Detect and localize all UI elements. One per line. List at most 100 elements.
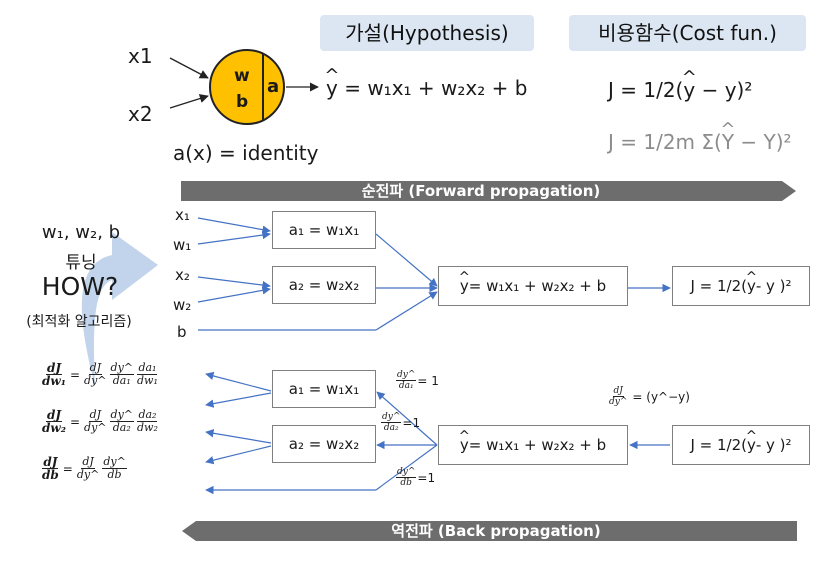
bw-y-to-a1-arrow (376, 391, 438, 446)
forward-banner-shape (181, 181, 796, 201)
tuning-params: w₁, w₂, b (41, 222, 121, 243)
fw-b-label: b (177, 323, 187, 341)
tuning-label: 튜닝 (65, 253, 97, 273)
cost-eq1-post: − y)² (695, 78, 753, 102)
fw-a1-to-y-arrow (375, 233, 438, 287)
r2-lhs-den: dw₂ (42, 421, 66, 435)
r2-f2-den: da₂ (112, 421, 131, 434)
fw-a2-box: a₂ = w₂x₂ (272, 266, 376, 304)
hypothesis-equation: y = w₁x₁ + w₂x₂ + b (326, 76, 527, 100)
bw-a2-w-arrow (205, 445, 272, 465)
fw-w1-label: w₁ (173, 236, 192, 254)
fw-j-pre: J = 1/2( (690, 277, 747, 295)
cost-eq2-post: − Y)² (734, 130, 792, 154)
r2-f1-den: dy^ (84, 421, 107, 434)
grad-dy-db-num: dy^ (396, 467, 417, 478)
bw-a1-x-arrow (205, 371, 272, 392)
grad-dy-da2-den: da₂ (383, 423, 399, 433)
bw-y-box: y = w₁x₁ + w₂x₂ + b (438, 425, 628, 465)
cost-equation-m: J = 1/2m Σ(Y − Y)² (608, 130, 792, 154)
neuron-input2-arrow (169, 94, 209, 109)
r1-lhs-den: dw₁ (42, 374, 66, 388)
grad-dy-da2-val: =1 (402, 416, 421, 430)
back-banner-label: 역전파 (Back propagation) (391, 522, 601, 540)
r3-f2-num: dy^ (102, 455, 127, 469)
r2-lhs-num: dJ (45, 408, 63, 422)
bw-j-post: - y )² (755, 436, 792, 454)
grad-dj-dy-val: = (y^−y) (632, 390, 690, 404)
grad-dj-dy-num: dJ (612, 386, 624, 397)
fw-x1-label: x₁ (175, 206, 190, 224)
r2-f3-num: da₂ (137, 408, 158, 422)
fw-x1-arrow (197, 217, 271, 234)
r2-f1-num: dJ (88, 408, 103, 422)
fw-y-hat: y (460, 277, 469, 295)
hypothesis-equation-rest: = w₁x₁ + w₂x₂ + b (337, 76, 528, 100)
r1-lhs-num: dJ (45, 361, 63, 375)
cost-eq2-yhat: Y (722, 130, 734, 154)
fw-a1-box: a₁ = w₁x₁ (272, 211, 376, 249)
r3-lhs-den: db (42, 468, 59, 482)
r1-f3-den: dw₁ (137, 374, 158, 387)
grad-dy-db: dy^db =1 (395, 467, 435, 488)
grad-dy-db-den: db (400, 478, 412, 488)
activation-function-text: a(x) = identity (173, 141, 319, 165)
grad-dy-da2-num: dy^ (381, 412, 402, 423)
bw-j-pre: J = 1/2( (690, 436, 747, 454)
r1-equals: = (69, 368, 81, 382)
r3-f1-den: dy^ (76, 468, 100, 481)
fw-w2-arrow (197, 286, 271, 303)
r1-f1-num: dJ (88, 361, 103, 375)
tuning-arrow-shape (81, 232, 158, 385)
bw-j-box: J = 1/2(y - y )² (672, 425, 810, 465)
back-banner-shape (182, 521, 797, 541)
bw-a2-x-arrow (205, 429, 272, 444)
neuron-bias-label: b (236, 92, 249, 112)
neuron-input1-label: x1 (128, 44, 153, 68)
neuron-input2-label: x2 (128, 102, 153, 126)
fw-b-to-y-arrow (375, 291, 438, 331)
fw-x2-arrow (197, 276, 271, 290)
cost-eq2-pre: J = 1/2m Σ( (608, 130, 722, 154)
grad-dj-dy-den: dy^ (609, 397, 628, 407)
fw-j-post: - y )² (755, 277, 792, 295)
neuron-input1-arrow (169, 57, 209, 79)
bw-a1-w-arrow (205, 392, 272, 408)
fw-j-hat: y (747, 277, 756, 295)
grad-dy-da2: dy^da₂=1 (380, 412, 420, 433)
bw-y-to-b-line (375, 444, 438, 491)
r1-f3-num: da₁ (137, 361, 158, 375)
neuron-circle (209, 49, 285, 125)
grad-dy-da1-num: dy^ (396, 370, 417, 381)
cost-eq1-yhat: y (683, 78, 695, 102)
bw-y-hat: y (460, 436, 469, 454)
r3-equals: = (62, 462, 73, 476)
r2-f3-den: dw₂ (137, 421, 158, 434)
bw-y-rest: = w₁x₁ + w₂x₂ + b (468, 436, 607, 454)
fw-y-box: y = w₁x₁ + w₂x₂ + b (438, 266, 628, 306)
fw-w1-arrow (197, 230, 271, 245)
r3-f2-den: db (107, 468, 122, 481)
fw-y-rest: = w₁x₁ + w₂x₂ + b (468, 277, 607, 295)
r1-f2-den: da₁ (112, 374, 131, 387)
r1-f2-num: dy^ (109, 361, 135, 375)
fw-w2-label: w₂ (173, 296, 192, 314)
grad-dy-db-val: =1 (417, 471, 436, 485)
grad-dy-da1-den: da₁ (398, 381, 414, 391)
neuron-activation-label: a (267, 76, 280, 97)
neuron-weight-label: w (234, 66, 250, 86)
tuning-optimizer: (최적화 알고리즘) (26, 314, 132, 330)
grad-dy-da1: dy^da₁= 1 (395, 370, 439, 391)
grad-dy-da1-val: = 1 (417, 374, 439, 388)
fw-x2-label: x₂ (175, 266, 190, 284)
tuning-how: HOW? (41, 272, 119, 301)
hypothesis-title: 가설(Hypothesis) (320, 15, 534, 51)
cost-equation: J = 1/2(y − y)² (608, 78, 752, 102)
fw-j-box: J = 1/2(y - y )² (672, 266, 810, 306)
r1-f1-den: dy^ (84, 374, 107, 387)
